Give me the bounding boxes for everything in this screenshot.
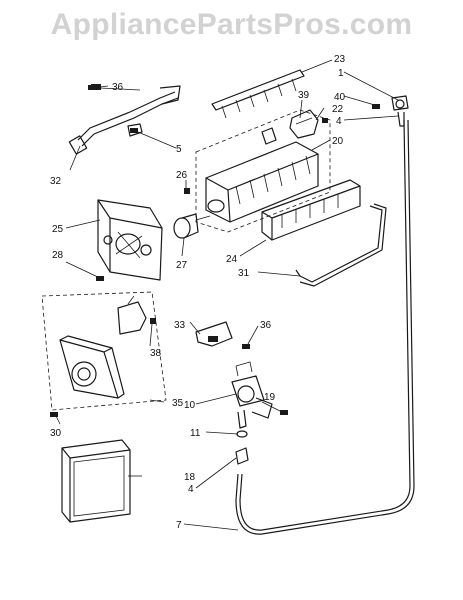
- inlet-fitting[interactable]: [391, 95, 409, 127]
- screw-40[interactable]: [372, 104, 380, 109]
- callout-7: 7: [176, 520, 182, 531]
- callout-1: 1: [338, 68, 344, 79]
- callout-10: 10: [184, 400, 196, 411]
- screw-22[interactable]: [322, 118, 328, 123]
- callout-26: 26: [176, 170, 188, 181]
- site-watermark: AppliancePartsPros.com: [50, 8, 413, 41]
- fitting-4-lower[interactable]: [235, 447, 249, 465]
- wire-harness[interactable]: [68, 84, 181, 155]
- callout-39: 39: [298, 90, 310, 101]
- callout-27: 27: [176, 260, 188, 271]
- callout-38: 38: [150, 348, 162, 359]
- callout-19: 19: [264, 392, 276, 403]
- callout-23: 23: [334, 54, 346, 65]
- fitting-11[interactable]: [236, 430, 248, 438]
- leader-lines: [55, 59, 399, 531]
- ice-rack-24[interactable]: [261, 179, 361, 241]
- callout-18: 18: [184, 472, 196, 483]
- water-valve-10[interactable]: [231, 361, 273, 429]
- ejector-blade-23[interactable]: [211, 69, 305, 119]
- shutoff-arm-31[interactable]: [295, 203, 387, 287]
- callout-30: 30: [50, 428, 62, 439]
- screw-36-mid[interactable]: [242, 344, 250, 349]
- callout-33: 33: [174, 320, 186, 331]
- callout-35: 35: [172, 398, 184, 409]
- module-housing-25[interactable]: [97, 199, 163, 281]
- callout-32: 32: [50, 176, 62, 187]
- callout-24: 24: [226, 254, 238, 265]
- control-module-35[interactable]: [41, 291, 167, 411]
- callout-20: 20: [332, 136, 344, 147]
- callout-31: 31: [238, 268, 250, 279]
- screw-38[interactable]: [150, 318, 156, 324]
- screw-30[interactable]: [50, 412, 58, 417]
- screw-19[interactable]: [280, 410, 288, 415]
- screw-36-top[interactable]: [88, 85, 96, 90]
- screw-26[interactable]: [184, 188, 190, 194]
- callout-11: 11: [190, 428, 201, 439]
- fill-tube-7[interactable]: [235, 119, 415, 535]
- cover-39[interactable]: [289, 109, 319, 139]
- ice-bucket-18[interactable]: [61, 439, 131, 523]
- cover-33[interactable]: [195, 321, 233, 347]
- callout-5: 5: [176, 144, 182, 155]
- callout-22: 22: [332, 104, 344, 115]
- ice-maker-assembly[interactable]: [195, 109, 331, 233]
- callout-28: 28: [52, 250, 64, 261]
- callout-36: 36: [112, 82, 124, 93]
- screw-5[interactable]: [130, 128, 138, 133]
- screw-28[interactable]: [96, 276, 104, 281]
- callout-25: 25: [52, 224, 64, 235]
- callout-36: 36: [260, 320, 272, 331]
- callout-4: 4: [188, 484, 194, 495]
- callout-labels: 1 4 4 5 7 10 11 18 19 20 22 23 24 25 26 …: [50, 54, 346, 531]
- callout-40: 40: [334, 92, 346, 103]
- motor-27[interactable]: [173, 213, 211, 239]
- callout-4: 4: [336, 116, 342, 127]
